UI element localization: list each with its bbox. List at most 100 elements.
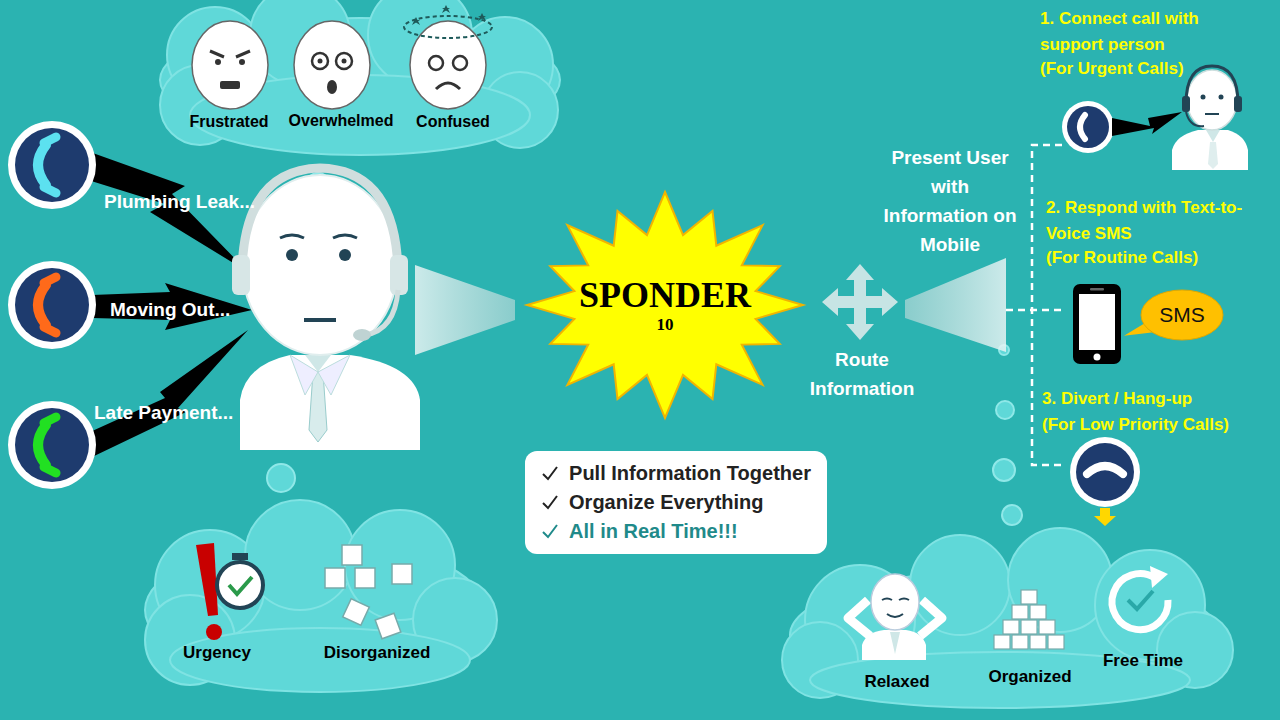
support-agent-part bbox=[1186, 112, 1204, 126]
scattered-cubes-part bbox=[342, 545, 362, 565]
phone-icon-part bbox=[44, 137, 56, 193]
scattered-cubes-part bbox=[355, 568, 375, 588]
support-person-part bbox=[286, 249, 298, 261]
phone-icon-part bbox=[1067, 106, 1109, 148]
label-text: Present User with Information on Mobile bbox=[883, 143, 1017, 259]
face-overwhelmed-part bbox=[342, 59, 347, 64]
checklist-text: Organize Everything bbox=[569, 488, 764, 517]
urgency-icon-part bbox=[206, 624, 222, 640]
bottom-left-cloud bbox=[145, 500, 497, 692]
hang-up-icon-part bbox=[1094, 508, 1116, 526]
label-text: Moving Out... bbox=[110, 298, 270, 322]
label-text: 1. Connect call with support person bbox=[1040, 6, 1240, 58]
face-frustrated-part bbox=[210, 51, 250, 57]
input-funnel bbox=[415, 265, 515, 355]
support-person-part bbox=[240, 355, 420, 450]
version-number: 10 bbox=[657, 315, 674, 335]
speech-bubble: SMS bbox=[1140, 289, 1224, 341]
support-person-part bbox=[390, 255, 408, 295]
face-confused-part bbox=[453, 56, 467, 70]
support-agent-part bbox=[1186, 66, 1238, 104]
support-person-part bbox=[365, 290, 398, 335]
phone-icon bbox=[1062, 101, 1114, 153]
label-text: Urgency bbox=[162, 642, 272, 663]
mobile-phone-part bbox=[1094, 354, 1101, 361]
urgency-icon-part bbox=[196, 543, 218, 616]
scattered-cubes-part bbox=[375, 613, 401, 639]
urgency-icon bbox=[196, 543, 263, 640]
label-text: Free Time bbox=[1083, 650, 1203, 671]
scattered-cubes-part bbox=[325, 568, 345, 588]
relaxed-person-part bbox=[871, 574, 919, 630]
support-agent-part bbox=[1206, 130, 1220, 142]
scattered-cubes-part bbox=[392, 564, 412, 584]
phone-icon-part bbox=[1062, 101, 1114, 153]
thought-bubbles-part bbox=[267, 464, 295, 492]
relaxed-person-part bbox=[862, 630, 926, 660]
support-agent-part bbox=[1219, 95, 1224, 100]
mobile-phone-part bbox=[1090, 288, 1104, 291]
label-text: Relaxed bbox=[842, 671, 952, 692]
label-text: Plumbing Leak... bbox=[104, 190, 284, 214]
face-frustrated-part bbox=[192, 21, 268, 109]
cube bbox=[1003, 620, 1019, 634]
support-agent bbox=[1172, 66, 1248, 170]
free-time-icon-part bbox=[1128, 591, 1153, 609]
checklist-row: Pull Information Together bbox=[541, 459, 811, 488]
checklist-text: Pull Information Together bbox=[569, 459, 811, 488]
route-arrows bbox=[822, 264, 898, 340]
face-frustrated-part bbox=[239, 59, 245, 65]
face-confused-part bbox=[429, 56, 443, 70]
checklist-row: Organize Everything bbox=[541, 488, 764, 517]
output-funnel bbox=[905, 258, 1006, 352]
scattered-cubes bbox=[325, 545, 412, 639]
hang-up-icon-part bbox=[1087, 466, 1123, 474]
face-confused-part bbox=[410, 21, 486, 109]
bubble-outline bbox=[1141, 290, 1223, 340]
label-text: Overwhelmed bbox=[281, 111, 401, 131]
support-agent-part bbox=[1182, 96, 1190, 112]
face-confused-part bbox=[404, 16, 492, 38]
support-person-part bbox=[304, 318, 336, 322]
support-person-part bbox=[290, 355, 350, 395]
route-arrows-part bbox=[822, 264, 898, 340]
phone-icon bbox=[8, 261, 96, 349]
starburst-outline bbox=[527, 192, 803, 418]
urgency-icon-part bbox=[229, 577, 252, 594]
face-frustrated-part bbox=[215, 59, 221, 65]
checklist-text: All in Real Time!!! bbox=[569, 517, 738, 546]
phone-icon-part bbox=[15, 408, 89, 482]
phone-icon-part bbox=[38, 285, 46, 325]
check-mark bbox=[541, 493, 559, 511]
phone-icon-part bbox=[8, 261, 96, 349]
support-person bbox=[232, 168, 420, 450]
label-text: Route Information bbox=[800, 345, 924, 403]
check-stroke bbox=[543, 525, 557, 537]
starburst: SPONDER10 bbox=[525, 190, 805, 420]
face-confused bbox=[404, 5, 492, 109]
face-overwhelmed-part bbox=[294, 21, 370, 109]
cube bbox=[1030, 635, 1046, 649]
cube bbox=[1012, 635, 1028, 649]
phone-icon-part bbox=[38, 145, 46, 185]
cube bbox=[1030, 605, 1046, 619]
hang-up-icon bbox=[1070, 437, 1140, 526]
phone-icon-part bbox=[38, 425, 46, 465]
face-overwhelmed-part bbox=[318, 59, 323, 64]
support-agent-part bbox=[1187, 70, 1237, 130]
label-text: (For Urgent Calls) bbox=[1040, 58, 1260, 79]
product-name: SPONDER bbox=[579, 275, 751, 315]
label-text: Organized bbox=[970, 666, 1090, 687]
check-stroke bbox=[543, 496, 557, 508]
support-person-part bbox=[339, 249, 351, 261]
thought-bubbles-part bbox=[993, 459, 1015, 481]
support-agent-part bbox=[1172, 130, 1248, 170]
free-time-icon bbox=[1112, 566, 1168, 630]
urgency-icon-part bbox=[217, 562, 263, 608]
support-person-part bbox=[242, 175, 398, 355]
support-agent-part bbox=[1201, 95, 1206, 100]
cube bbox=[1021, 590, 1037, 604]
cube bbox=[994, 635, 1010, 649]
cube bbox=[1048, 635, 1064, 649]
